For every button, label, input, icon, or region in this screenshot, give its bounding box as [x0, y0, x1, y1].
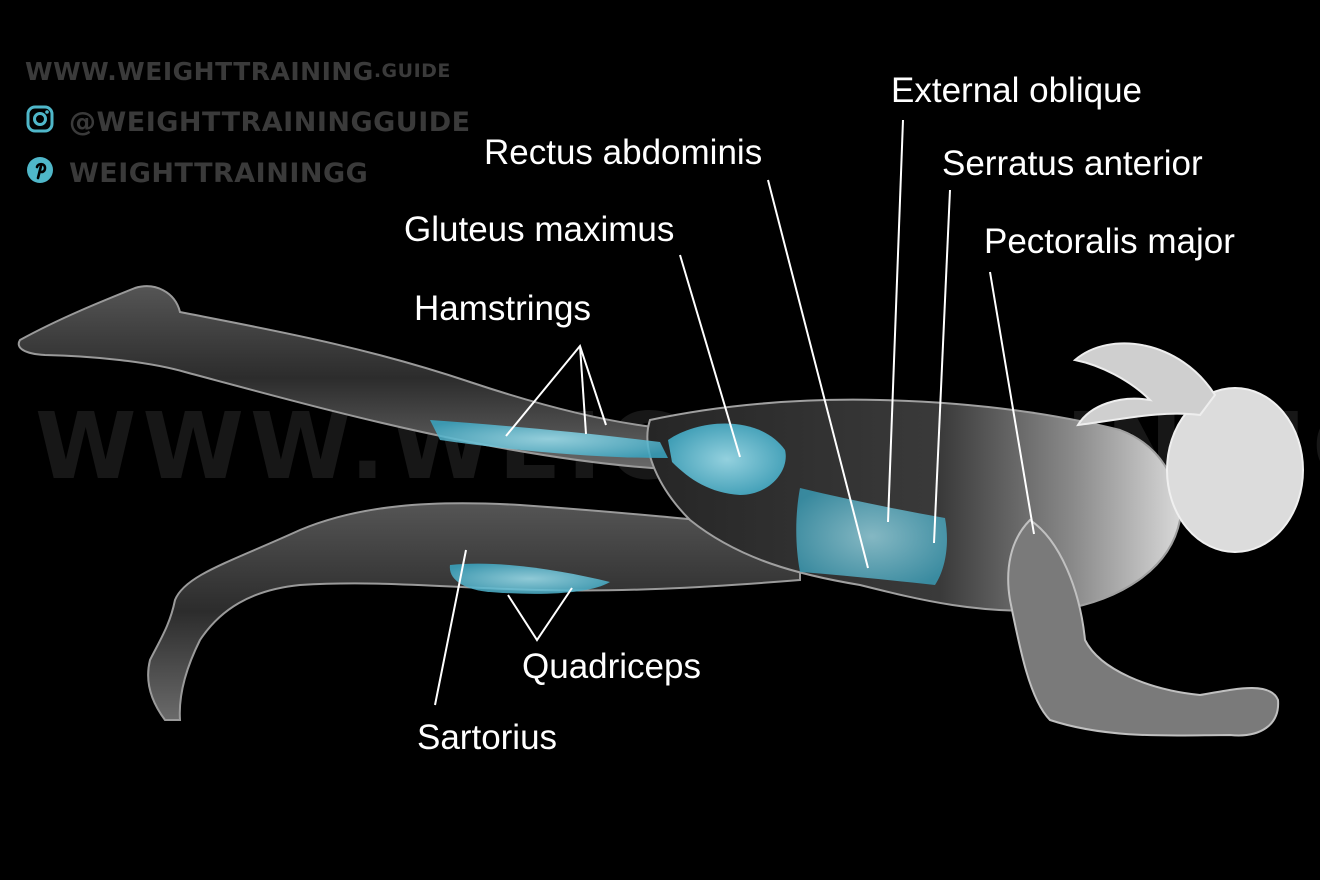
serratus-anterior-line	[933, 189, 951, 544]
head	[1166, 387, 1304, 553]
label-serratus-anterior: Serratus anterior	[942, 144, 1203, 183]
label-external-oblique: External oblique	[891, 71, 1142, 110]
instagram-handle: @WEIGHTTRAININGGUIDE	[25, 104, 471, 141]
label-hamstrings: Hamstrings	[414, 289, 591, 328]
quadriceps-line	[507, 587, 573, 642]
hamstrings-line-mid	[579, 345, 587, 435]
site-name: WWW.WEIGHTTRAINING	[25, 56, 374, 86]
abdominals-highlight	[796, 488, 947, 585]
pectoralis-major-line	[989, 271, 1035, 535]
gluteus-maximus-highlight	[668, 423, 786, 495]
quadriceps-highlight	[449, 563, 610, 594]
label-pectoralis-major: Pectoralis major	[984, 222, 1235, 261]
site-suffix: .GUIDE	[373, 60, 451, 82]
instagram-handle-text: @WEIGHTTRAININGGUIDE	[69, 107, 471, 138]
rectus-abdominis-line	[767, 179, 869, 569]
website-watermark: WWW.WEIGHTTRAINING.GUIDE	[25, 55, 451, 86]
instagram-icon	[25, 104, 55, 141]
label-gluteus-maximus: Gluteus maximus	[404, 210, 675, 249]
support-leg	[147, 502, 801, 721]
label-quadriceps: Quadriceps	[522, 647, 701, 686]
sartorius-line	[434, 549, 467, 706]
label-sartorius: Sartorius	[417, 718, 558, 757]
external-oblique-line	[887, 119, 904, 523]
hamstrings-highlight	[430, 420, 668, 458]
pinterest-icon	[25, 155, 55, 192]
pinterest-handle-text: WEIGHTTRAININGG	[69, 158, 369, 189]
ponytail	[1072, 342, 1217, 427]
forearm	[1007, 518, 1280, 737]
pinterest-handle: WEIGHTTRAININGG	[25, 155, 368, 192]
leader-lines	[434, 119, 1035, 706]
gluteus-maximus-line	[679, 254, 741, 458]
label-rectus-abdominis: Rectus abdominis	[484, 133, 763, 172]
